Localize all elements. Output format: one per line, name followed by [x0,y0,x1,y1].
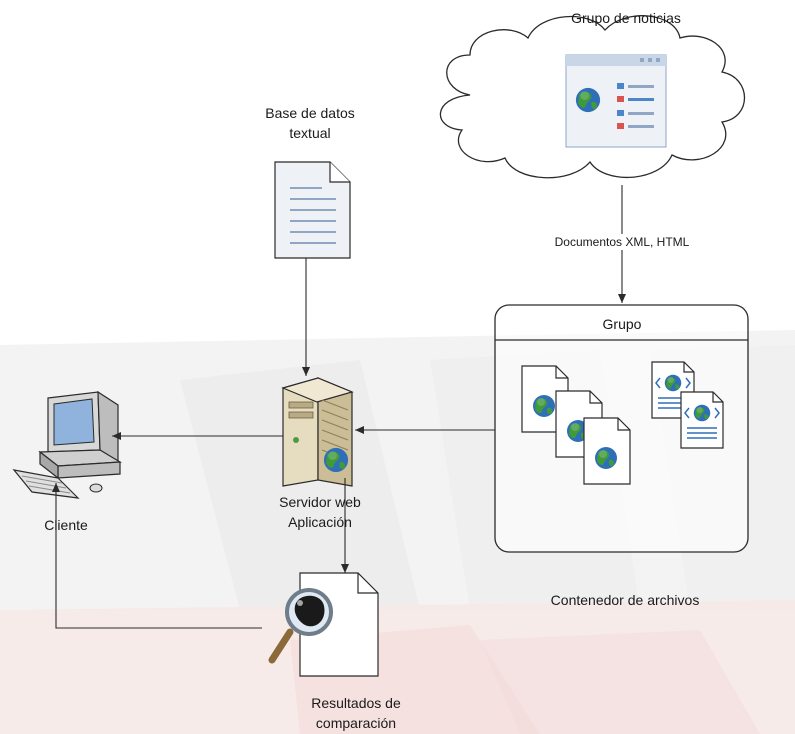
text-database-document-icon [274,161,351,259]
client-label: Cliente [44,517,88,533]
client-computer-icon [12,390,122,499]
results-label-line1: Resultados de [311,695,401,711]
results-search-document-icon [268,572,379,677]
server-label-line2: Aplicación [288,514,352,530]
database-label-line2: textual [289,125,331,141]
results-label-line2: comparación [315,715,397,731]
group-box-title: Grupo [602,316,642,332]
web-server-icon [281,377,354,487]
arrow-results-to-client [52,483,262,629]
file-container-label: Contenedor de archivos [550,592,700,608]
edge-label-xml-html: Documentos XML, HTML [540,234,704,250]
news-group-label: Grupo de noticias [571,10,681,26]
server-label-line1: Servidor web [279,494,361,510]
news-browser-icon [565,54,667,148]
connector-arrows [52,185,626,629]
database-label-line1: Base de datos [265,105,355,121]
